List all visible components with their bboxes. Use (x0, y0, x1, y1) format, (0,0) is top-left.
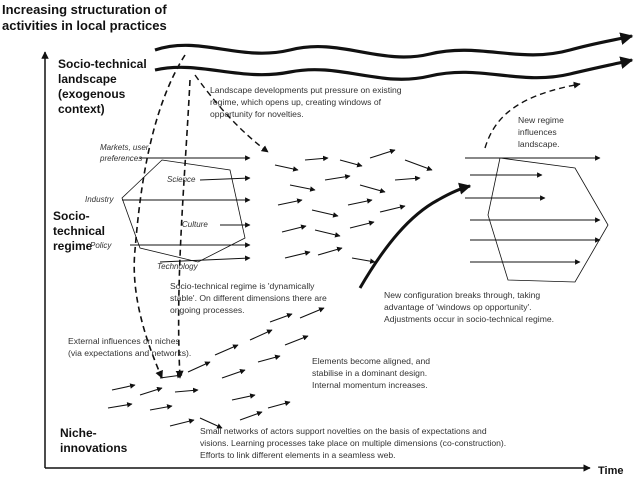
breakthrough-trajectory-arrow (358, 182, 472, 289)
annotation-landscape-pressure: Landscape developments put pressure on e… (210, 85, 402, 119)
level-regime-line1: Socio- (53, 209, 90, 223)
new-regime-influence-arrow (484, 81, 581, 149)
svg-text:Landscape developments put pre: Landscape developments put pressure on e… (210, 85, 402, 95)
annotation-aligned: Elements become aligned, and stabilise i… (312, 356, 430, 390)
svg-text:opportunity for novelties.: opportunity for novelties. (210, 109, 304, 119)
landscape-pressure-arrow-2 (175, 79, 191, 379)
svg-text:Adjustments occur in socio-tec: Adjustments occur in socio-technical reg… (384, 314, 554, 324)
regime-line-science (199, 175, 251, 181)
dim-label-culture: Culture (182, 220, 208, 229)
niche-scattered-arrows (107, 307, 325, 429)
level-niche-line2: innovations (60, 441, 128, 455)
dim-label-industry: Industry (85, 195, 114, 204)
svg-text:Small networks of actors suppo: Small networks of actors support novelti… (200, 426, 487, 436)
landscape-wave-lower (154, 56, 634, 81)
landscape-pressure-arrow-3 (194, 74, 269, 153)
landscape-pressure-arrow-1 (133, 54, 186, 379)
svg-text:advantage of 'windows op oppor: advantage of 'windows op opportunity'. (384, 302, 532, 312)
dim-label-policy: Policy (90, 241, 112, 250)
svg-text:influences: influences (518, 127, 557, 137)
regime-hexagon-right (487, 157, 609, 283)
annotation-dynamically-stable: Socio-technical regime is 'dynamically s… (170, 281, 327, 315)
svg-text:Efforts to link different elem: Efforts to link different elements in a … (200, 450, 396, 460)
dim-label-technology: Technology (157, 262, 199, 271)
svg-text:landscape.: landscape. (518, 139, 560, 149)
regime-scattered-arrows (274, 148, 433, 264)
svg-text:(via expectations and networks: (via expectations and networks). (68, 348, 191, 358)
y-axis-title-line2: activities in local practices (2, 18, 167, 33)
dim-label-markets-1: Markets, user (100, 143, 149, 152)
regime-hexagon-left (121, 159, 246, 263)
svg-text:Elements become aligned, and: Elements become aligned, and (312, 356, 430, 366)
level-landscape-line1: Socio-technical (58, 57, 147, 71)
svg-text:New regime: New regime (518, 115, 564, 125)
svg-text:ongoing processes.: ongoing processes. (170, 305, 245, 315)
annotation-small-networks: Small networks of actors support novelti… (200, 426, 506, 460)
svg-text:Internal momentum increases.: Internal momentum increases. (312, 380, 428, 390)
level-niche-line1: Niche- (60, 426, 97, 440)
landscape-wave-upper (154, 32, 634, 59)
svg-text:Socio-technical regime is 'dyn: Socio-technical regime is 'dynamically (170, 281, 315, 291)
dim-label-markets-2: preferences (99, 154, 142, 163)
svg-text:stabilise in a dominant design: stabilise in a dominant design. (312, 368, 427, 378)
x-axis-title: Time (598, 465, 623, 477)
level-landscape-line3: (exogenous (58, 87, 126, 101)
svg-text:New configuration breaks throu: New configuration breaks through, taking (384, 290, 540, 300)
svg-text:regime, which opens up, creati: regime, which opens up, creating windows… (210, 97, 382, 107)
level-landscape-line2: landscape (58, 72, 117, 86)
level-regime-line2: technical (53, 224, 105, 238)
annotation-external-influences: External influences on niches (via expec… (68, 336, 191, 358)
level-landscape-line4: context) (58, 102, 105, 116)
regime-line-technology (159, 255, 251, 263)
annotation-breakthrough: New configuration breaks through, taking… (384, 290, 554, 324)
dim-label-science: Science (167, 175, 196, 184)
svg-text:External influences on niches: External influences on niches (68, 336, 180, 346)
svg-text:visions. Learning processes ta: visions. Learning processes take place o… (200, 438, 506, 448)
svg-text:stable'. On different dimensio: stable'. On different dimensions there a… (170, 293, 327, 303)
level-regime-line3: regime (53, 239, 93, 253)
y-axis-title-line1: Increasing structuration of (2, 2, 167, 17)
annotation-new-regime: New regime influences landscape. (518, 115, 564, 149)
new-regime-lines (465, 155, 601, 265)
